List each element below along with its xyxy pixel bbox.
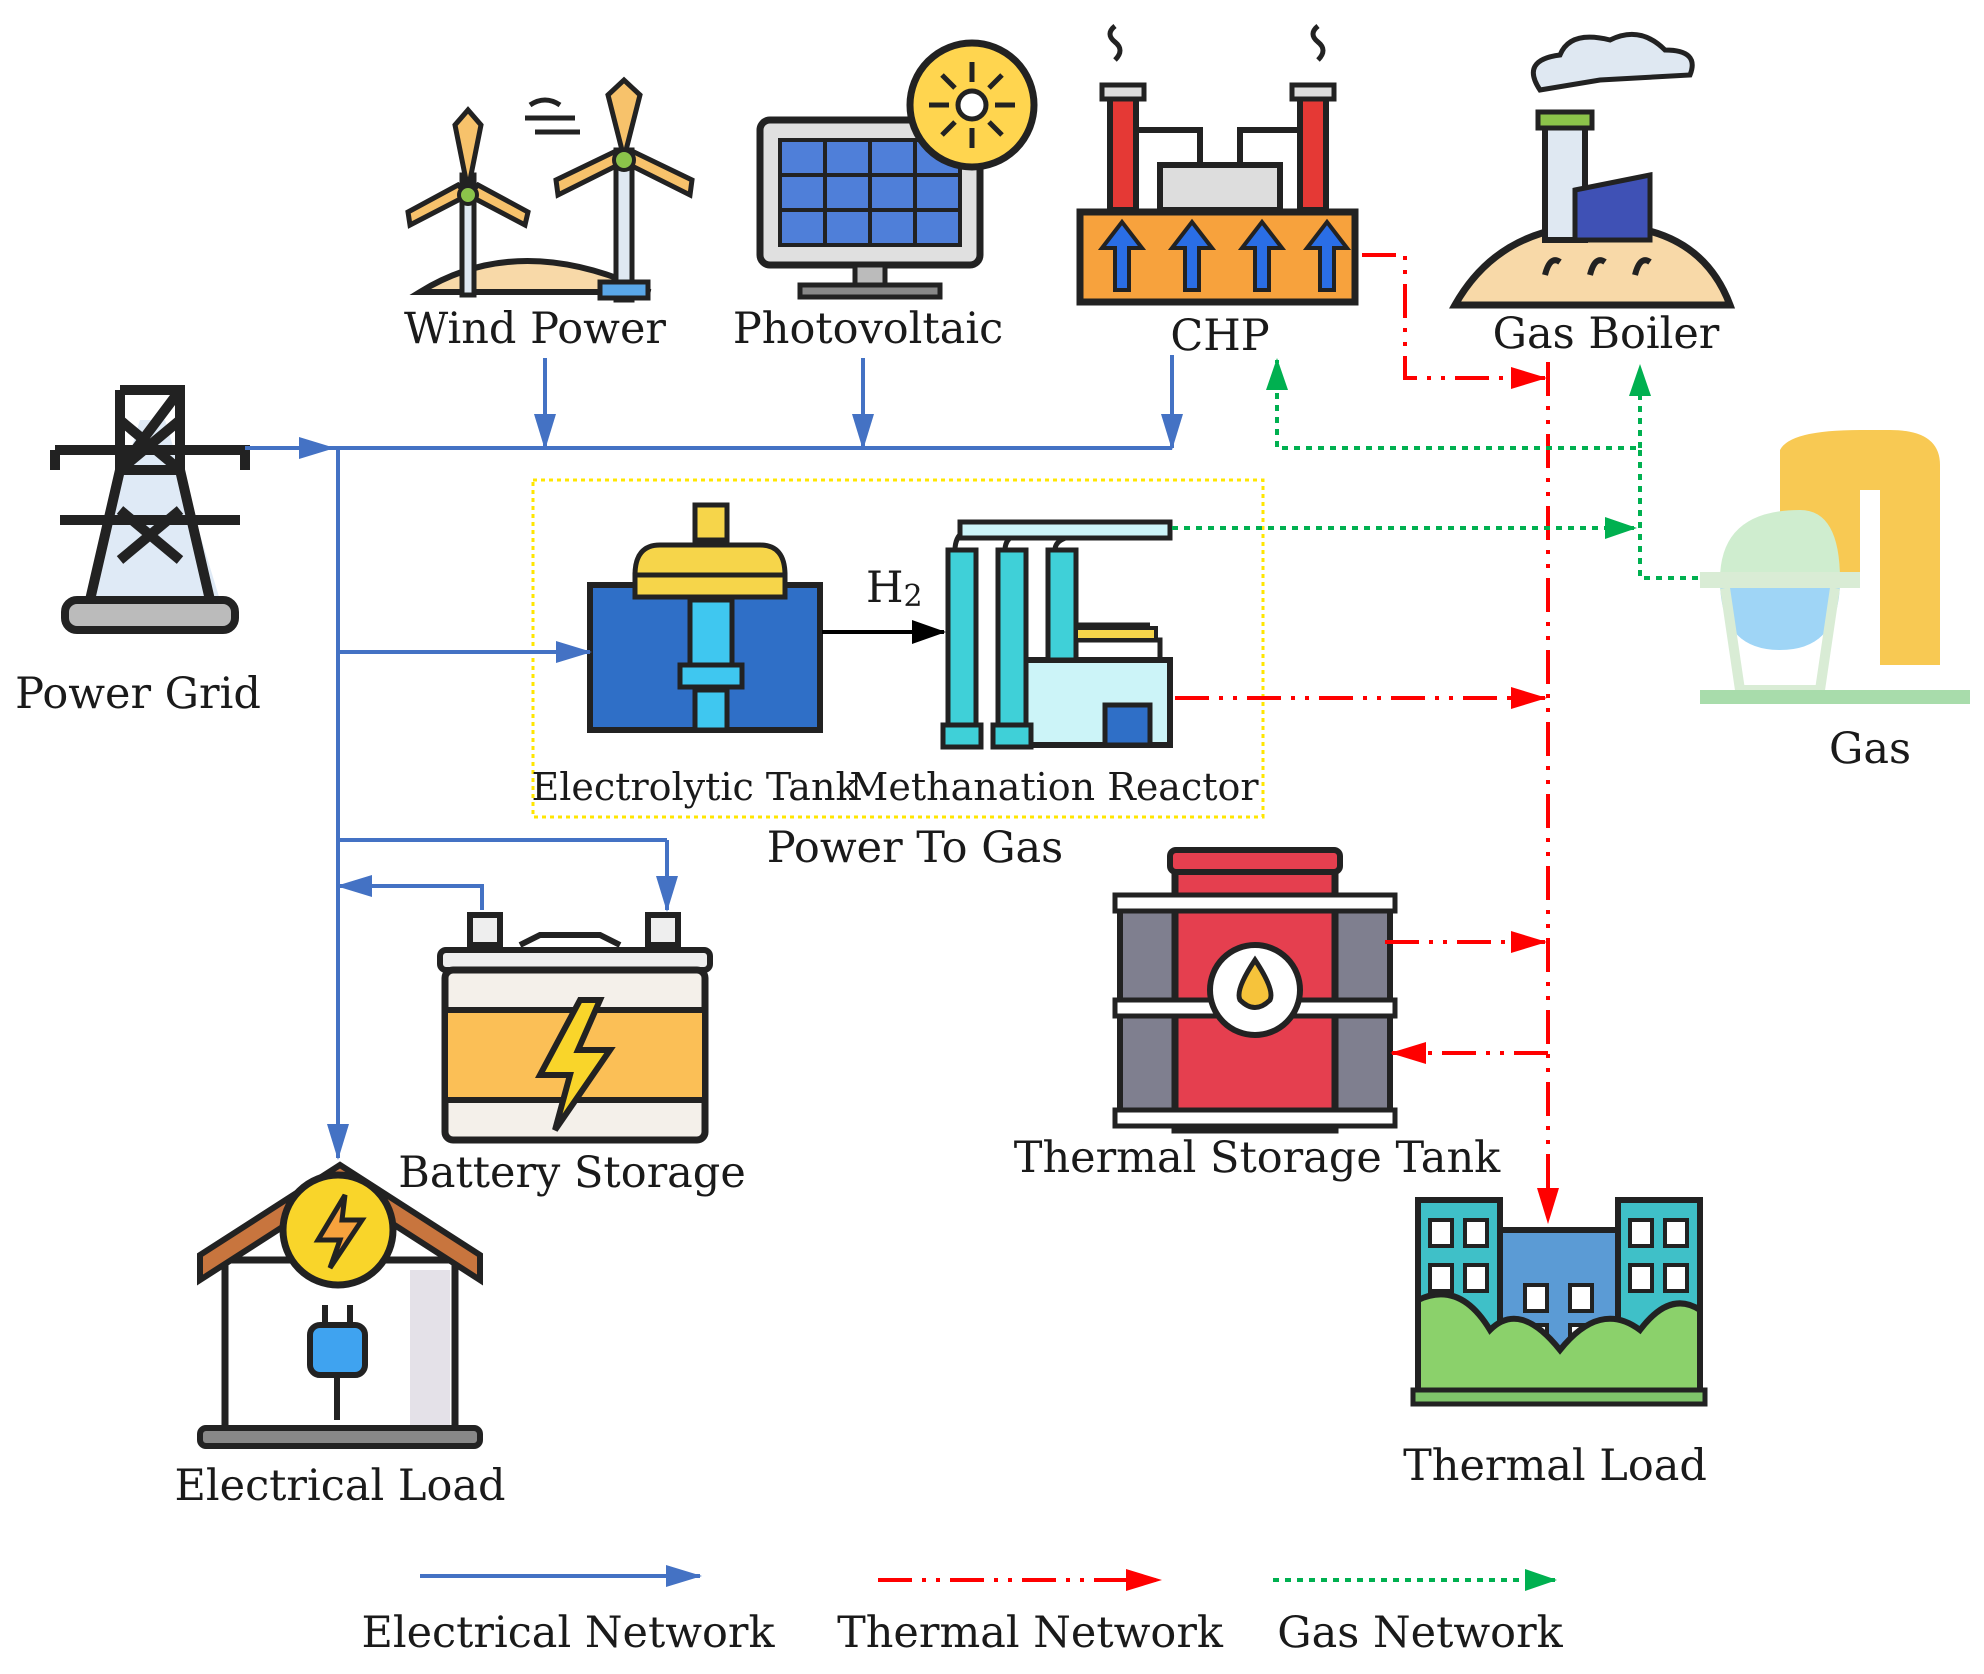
label-methanation-reactor: Methanation Reactor [849,765,1259,809]
wind-turbine-icon [405,76,695,303]
label-thermal-storage-tank: Thermal Storage Tank [1014,1133,1501,1183]
battery-icon [437,912,713,1144]
solar-panel-icon [756,39,1038,300]
label-electrolytic-tank: Electrolytic Tank [532,765,860,809]
electrical-network-lines [245,355,1183,1160]
methanation-reactor-icon [940,519,1173,750]
power-grid-tower-icon [50,385,250,634]
gas-boiler-icon [1449,31,1736,309]
gas-network-lines [1172,358,1698,580]
electrical-load-house-icon [197,1161,483,1449]
label-power-to-gas: Power To Gas [767,823,1064,873]
legend-gas-label: Gas Network [1277,1608,1563,1658]
electrolytic-tank-icon [587,502,823,733]
label-battery-storage: Battery Storage [398,1148,746,1198]
label-thermal-load: Thermal Load [1403,1441,1707,1491]
label-hydrogen: H2 [866,563,923,614]
chp-plant-icon [1076,24,1359,306]
thermal-network-lines [1175,253,1559,1224]
legend: Electrical Network Thermal Network Gas N… [361,1565,1564,1658]
legend-electrical-label: Electrical Network [361,1608,775,1658]
label-electrical-load: Electrical Load [174,1461,505,1511]
label-photovoltaic: Photovoltaic [733,304,1003,354]
label-gas-boiler: Gas Boiler [1493,309,1720,359]
thermal-load-city-icon [1410,1197,1708,1407]
power-to-gas-boundary [531,478,1265,819]
gas-storage-icon [1700,430,1970,704]
thermal-storage-tank-icon [1112,847,1398,1134]
label-chp: CHP [1170,311,1269,361]
legend-thermal-label: Thermal Network [837,1608,1224,1658]
label-power-grid: Power Grid [15,669,261,719]
label-gas: Gas [1829,724,1911,774]
label-wind-power: Wind Power [404,304,666,354]
